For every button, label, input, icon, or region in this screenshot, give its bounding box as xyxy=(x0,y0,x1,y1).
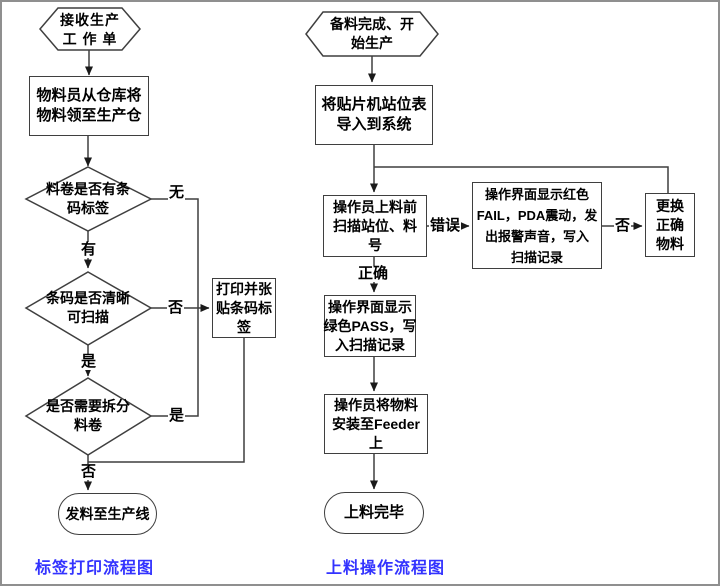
text-line: 操作界面显示 xyxy=(328,298,412,315)
branch-label-no-barcode: 无 xyxy=(168,184,186,201)
text-line: 安装至Feeder xyxy=(332,415,420,432)
connector-print-return xyxy=(88,338,245,463)
node-print-label: 打印并张 贴条码标 签 xyxy=(212,278,276,338)
text-line: 号 xyxy=(368,236,382,253)
text-line: 将贴片机站位表 xyxy=(321,96,427,113)
text-line: 贴条码标 xyxy=(216,299,272,316)
text-line: 出报警声音，写入 xyxy=(484,228,589,244)
text-line: 操作界面显示红色 xyxy=(484,186,589,202)
clear-diamond-outline xyxy=(24,271,153,346)
text-line: 正确 xyxy=(656,216,684,233)
start-hexagon-outline xyxy=(39,7,141,51)
text-line: 更换 xyxy=(656,197,684,214)
text-line: 物料领至生产仓 xyxy=(36,107,142,124)
text-line: FAIL，PDA震动，发 xyxy=(476,207,598,223)
text-line: 物料员从仓库将 xyxy=(36,87,142,104)
node-issue-to-line: 发料至生产线 xyxy=(58,493,157,535)
text-line: 操作员上料前 xyxy=(333,198,417,215)
text-line: 发料至生产线 xyxy=(65,505,150,522)
text-line: 入扫描记录 xyxy=(335,336,405,353)
text-line: 扫描站位、料 xyxy=(333,217,417,234)
left-chart-caption: 标签打印流程图 xyxy=(35,560,155,577)
branch-label-error: 错误 xyxy=(429,217,462,234)
text-line: 扫描记录 xyxy=(510,249,563,265)
branch-label-not-clear: 否 xyxy=(167,299,185,316)
text-line: 导入到系统 xyxy=(336,116,412,133)
branch-label-correct: 正确 xyxy=(357,265,390,282)
node-pass-record: 操作界面显示 绿色PASS，写 入扫描记录 xyxy=(323,295,417,357)
node-replace-material: 更换 正确 物料 xyxy=(645,193,695,257)
text-line: 签 xyxy=(237,318,251,335)
text-line: 绿色PASS，写 xyxy=(323,317,417,334)
branch-label-split-no: 否 xyxy=(80,463,98,480)
node-fail-alarm: 操作界面显示红色 FAIL，PDA震动，发 出报警声音，写入 扫描记录 xyxy=(472,182,602,269)
branch-label-split-yes: 是 xyxy=(168,407,186,424)
text-line: 上料完毕 xyxy=(343,504,404,521)
node-import-station-table: 将贴片机站位表 导入到系统 xyxy=(315,85,433,145)
start2-hexagon-outline xyxy=(305,11,439,57)
connector-replace-return xyxy=(374,166,669,193)
barcode-diamond-outline xyxy=(24,166,153,232)
node-install-feeder: 操作员将物料 安装至Feeder 上 xyxy=(324,394,428,454)
right-chart-caption: 上料操作流程图 xyxy=(326,560,446,577)
node-scan-station-material: 操作员上料前 扫描站位、料 号 xyxy=(323,195,427,257)
text-line: 操作员将物料 xyxy=(334,396,418,413)
node-warehouse-fetch: 物料员从仓库将 物料领至生产仓 xyxy=(29,76,149,136)
text-line: 物料 xyxy=(656,235,684,252)
node-loading-complete: 上料完毕 xyxy=(324,492,424,534)
text-line: 上 xyxy=(369,434,383,451)
branch-label-has-barcode: 有 xyxy=(80,241,98,258)
text-line: 打印并张 xyxy=(216,280,272,297)
branch-label-clear-yes: 是 xyxy=(80,353,98,370)
branch-label-replace-no: 否 xyxy=(614,217,632,234)
split-diamond-outline xyxy=(24,377,153,456)
